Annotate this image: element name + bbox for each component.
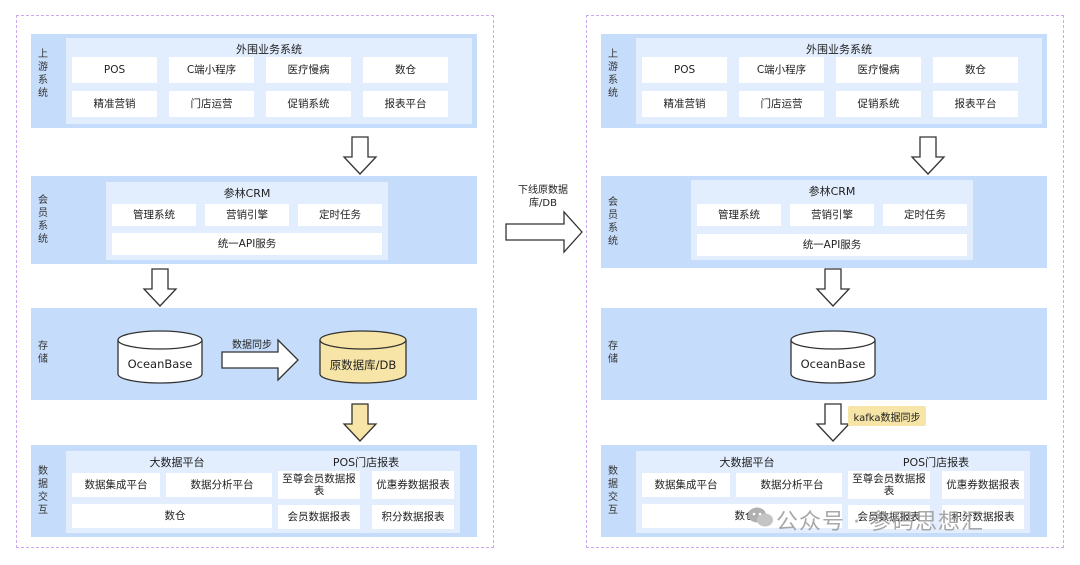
right-member-title: 参林CRM	[808, 185, 856, 198]
left-oceanbase-label: OceanBase	[127, 357, 193, 371]
right-pos-title: POS门店报表	[902, 456, 970, 469]
right-upstream-item: POS	[642, 57, 727, 83]
right-upstream-title: 外围业务系统	[806, 43, 872, 56]
right-pos-inner: POS门店报表 至尊会员数据报表 优惠券数据报表 会员数据报表 积分数据报表	[842, 451, 1030, 533]
right-upstream-item: 精准营销	[642, 91, 727, 117]
left-upstream-item: 促销系统	[266, 91, 351, 117]
left-upstream-item: 门店运营	[169, 91, 254, 117]
right-upstream-inner: 外围业务系统 POS C端小程序 医疗慢病 数仓 精准营销 门店运营 促销系统 …	[636, 38, 1042, 124]
right-oceanbase-cylinder	[790, 330, 876, 384]
left-member-title: 参林CRM	[223, 187, 271, 200]
left-pos-inner: POS门店报表 至尊会员数据报表 优惠券数据报表 会员数据报表 积分数据报表	[272, 451, 460, 533]
left-sync-label: 数据同步	[232, 340, 272, 351]
left-interaction-layer: 数据交互 大数据平台 数据集成平台 数据分析平台 数仓 POS门店报表 至尊会员…	[31, 445, 477, 537]
left-pos-item: 积分数据报表	[372, 505, 454, 529]
left-member-item: 营销引擎	[205, 204, 289, 226]
kafka-sync-tag: kafka数据同步	[848, 406, 926, 426]
left-bigdata-item: 数据集成平台	[72, 473, 160, 497]
right-panel	[586, 15, 1064, 548]
left-arrow-upstream-to-member	[342, 136, 378, 175]
right-bigdata-item: 数据集成平台	[642, 473, 730, 497]
left-bigdata-title: 大数据平台	[149, 456, 205, 469]
right-upstream-item: 促销系统	[836, 91, 921, 117]
right-member-item: 营销引擎	[790, 204, 874, 226]
left-member-layer: 会员系统 参林CRM 管理系统 营销引擎 定时任务 统一API服务	[31, 176, 477, 264]
left-arrow-storage-to-interaction	[342, 403, 378, 442]
wechat-icon	[748, 507, 773, 527]
right-bigdata-title: 大数据平台	[719, 456, 775, 469]
right-bigdata-inner: 大数据平台 数据集成平台 数据分析平台 数仓	[636, 451, 858, 533]
right-upstream-item: 数仓	[933, 57, 1018, 83]
left-member-inner: 参林CRM 管理系统 营销引擎 定时任务 统一API服务	[106, 182, 388, 260]
left-origdb-label: 原数据库/DB	[329, 358, 397, 372]
right-member-inner: 参林CRM 管理系统 营销引擎 定时任务 统一API服务	[691, 180, 973, 260]
left-member-label: 会员系统	[38, 195, 48, 245]
left-member-api: 统一API服务	[112, 233, 382, 255]
right-upstream-label: 上游系统	[608, 49, 618, 99]
right-member-layer: 会员系统 参林CRM 管理系统 营销引擎 定时任务 统一API服务	[601, 176, 1047, 268]
left-upstream-item: 医疗慢病	[266, 57, 351, 83]
left-pos-title: POS门店报表	[332, 456, 400, 469]
left-upstream-inner: 外围业务系统 POS C端小程序 医疗慢病 数仓 精准营销 门店运营 促销系统 …	[66, 38, 472, 124]
left-bigdata-warehouse: 数仓	[72, 504, 278, 528]
left-member-item: 管理系统	[112, 204, 196, 226]
left-upstream-item: 数仓	[363, 57, 448, 83]
left-interaction-label: 数据交互	[38, 466, 48, 516]
left-bigdata-inner: 大数据平台 数据集成平台 数据分析平台 数仓	[66, 451, 288, 533]
left-upstream-item: C端小程序	[169, 57, 254, 83]
right-interaction-label: 数据交互	[608, 466, 618, 516]
left-origdb-cylinder	[319, 330, 407, 384]
left-upstream-title: 外围业务系统	[236, 43, 302, 56]
left-oceanbase-cylinder	[117, 330, 203, 384]
left-pos-item: 至尊会员数据报表	[278, 471, 360, 499]
right-arrow-storage-to-interaction	[815, 403, 851, 442]
left-storage-label: 存储	[38, 341, 48, 365]
right-upstream-item: 报表平台	[933, 91, 1018, 117]
right-member-item: 定时任务	[883, 204, 967, 226]
watermark: 公众号 · 参码思想汇	[776, 504, 984, 536]
transition-label: 下线原数据库/DB	[518, 185, 568, 209]
transition-arrow	[505, 210, 583, 254]
right-pos-item: 优惠券数据报表	[942, 471, 1024, 499]
right-upstream-item: 门店运营	[739, 91, 824, 117]
right-upstream-item: 医疗慢病	[836, 57, 921, 83]
left-upstream-layer: 上游系统 外围业务系统 POS C端小程序 医疗慢病 数仓 精准营销 门店运营 …	[31, 34, 477, 128]
left-pos-item: 优惠券数据报表	[372, 471, 454, 499]
right-bigdata-item: 数据分析平台	[736, 473, 848, 497]
left-bigdata-item: 数据分析平台	[166, 473, 278, 497]
right-member-item: 管理系统	[697, 204, 781, 226]
right-storage-label: 存储	[608, 341, 618, 365]
left-pos-item: 会员数据报表	[278, 505, 360, 529]
left-arrow-member-to-storage	[142, 268, 178, 307]
right-member-label: 会员系统	[608, 197, 618, 247]
right-arrow-member-to-storage	[815, 268, 851, 307]
left-upstream-item: 报表平台	[363, 91, 448, 117]
right-pos-item: 积分数据报表	[942, 505, 1024, 529]
left-upstream-label: 上游系统	[38, 49, 48, 99]
right-interaction-layer: 数据交互 大数据平台 数据集成平台 数据分析平台 数仓 POS门店报表 至尊会员…	[601, 445, 1047, 537]
left-panel	[16, 15, 494, 548]
right-pos-item: 会员数据报表	[848, 505, 930, 529]
right-pos-item: 至尊会员数据报表	[848, 471, 930, 499]
watermark-text: 公众号 · 参码思想汇	[776, 510, 984, 535]
left-upstream-item: POS	[72, 57, 157, 83]
left-sync-arrow	[221, 338, 299, 382]
right-arrow-upstream-to-member	[910, 136, 946, 175]
right-member-api: 统一API服务	[697, 234, 967, 256]
left-member-item: 定时任务	[298, 204, 382, 226]
right-oceanbase-label: OceanBase	[800, 357, 866, 371]
right-upstream-layer: 上游系统 外围业务系统 POS C端小程序 医疗慢病 数仓 精准营销 门店运营 …	[601, 34, 1047, 128]
right-upstream-item: C端小程序	[739, 57, 824, 83]
left-upstream-item: 精准营销	[72, 91, 157, 117]
